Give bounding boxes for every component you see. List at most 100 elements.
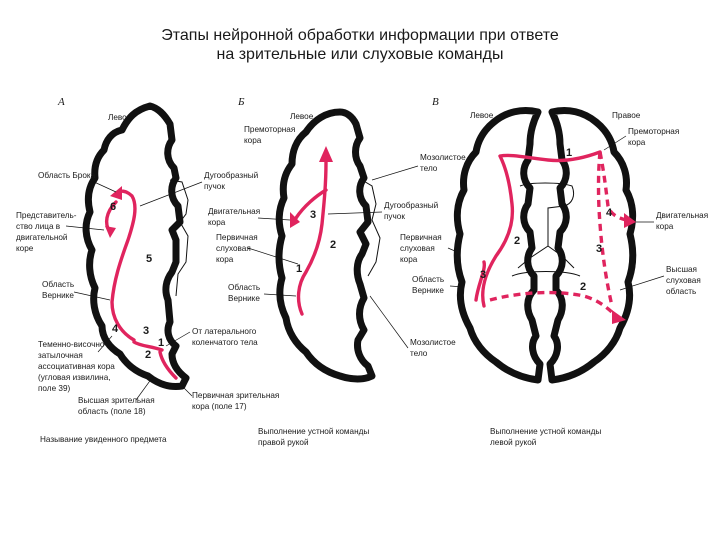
panel-c-letter: В	[432, 96, 439, 108]
svg-text:пучок: пучок	[384, 212, 405, 221]
leader-corpus-bottom	[369, 295, 409, 349]
svg-text:Вернике: Вернике	[412, 286, 444, 295]
svg-text:кора: кора	[244, 136, 262, 145]
panel-c-step-1: 3	[480, 269, 486, 281]
panel-b-left-heading: Левое	[290, 112, 314, 121]
panel-b: Б Левое 3 2 1 Премоторная кора Двигатель…	[208, 96, 381, 447]
panel-a-caption: Называние увиденного предмета	[40, 435, 167, 444]
leader-primary-aud-b	[247, 247, 299, 265]
panel-b-arrowhead-motor	[290, 212, 300, 228]
svg-text:коленчатого тела: коленчатого тела	[192, 338, 258, 347]
panel-a-pathway-3	[110, 189, 137, 342]
panel-c-left-hemisphere	[453, 106, 544, 384]
page-title: Этапы нейронной обработки информации при…	[0, 26, 720, 64]
leader-arcuate-middle	[327, 211, 383, 215]
panel-a-step-1: 1	[158, 337, 164, 349]
label-corpus-callosum-top: Мозолистое тело	[420, 153, 466, 173]
svg-text:Высшая зрительная: Высшая зрительная	[78, 396, 155, 405]
svg-text:Премоторная: Премоторная	[244, 125, 295, 134]
svg-text:Выполнение устной команды: Выполнение устной команды	[258, 427, 369, 436]
svg-text:Мозолистое: Мозолистое	[410, 338, 456, 347]
panel-c-pathway-right-1	[598, 151, 627, 222]
leader-arcuate-a	[139, 181, 203, 207]
svg-text:Представитель-: Представитель-	[16, 211, 77, 220]
panel-c-step-2-left: 2	[514, 235, 520, 247]
panel-c-step-4: 4	[606, 207, 613, 219]
panel-b-step-2: 2	[330, 239, 336, 251]
svg-text:кора: кора	[216, 255, 234, 264]
svg-text:Первичная: Первичная	[400, 233, 442, 242]
svg-text:кора: кора	[628, 138, 646, 147]
panel-a-step-5: 5	[146, 253, 152, 265]
label-premotor-b: Премоторная кора	[244, 125, 295, 145]
panel-a-step-4: 4	[112, 323, 119, 335]
label-motor-b: Двигательная кора	[208, 207, 260, 227]
panel-c-pathway-corpus-bottom	[489, 290, 618, 318]
svg-text:Первичная: Первичная	[216, 233, 258, 242]
svg-text:двигательной: двигательной	[16, 233, 68, 242]
svg-text:область (поле 18): область (поле 18)	[78, 407, 146, 416]
label-arcuate-a: Дугообразный пучок	[204, 171, 258, 191]
panel-b-ventricle-line	[361, 179, 381, 277]
svg-text:Дугообразный: Дугообразный	[204, 171, 258, 180]
leader-wernicke-b	[263, 293, 297, 297]
middle-labels: Мозолистое тело Дугообразный пучок Перви…	[327, 153, 481, 358]
leader-premotor-c	[603, 135, 627, 151]
panel-c-step-3-right: 3	[596, 243, 602, 255]
label-wernicke-a: Область Вернике	[42, 280, 74, 300]
svg-text:Двигательная: Двигательная	[208, 207, 260, 216]
svg-text:поле 39): поле 39)	[38, 384, 71, 393]
svg-text:левой рукой: левой рукой	[490, 438, 536, 447]
label-premotor-c: Премоторная кора	[628, 127, 679, 147]
label-primary-auditory-b: Первичная слуховая кора	[216, 233, 258, 264]
svg-text:слуховая: слуховая	[666, 276, 701, 285]
panel-a-pathway-2	[132, 340, 164, 352]
svg-text:правой рукой: правой рукой	[258, 438, 309, 447]
svg-text:ассоциативная кора: ассоциативная кора	[38, 362, 115, 371]
svg-text:Вернике: Вернике	[42, 291, 74, 300]
title-line-2: на зрительные или слуховые команды	[216, 46, 504, 63]
panel-b-letter: Б	[237, 96, 245, 108]
label-arcuate-middle: Дугообразный пучок	[384, 201, 438, 221]
svg-text:Двигательная: Двигательная	[656, 211, 708, 220]
panel-c-step-2-bottom: 2	[580, 281, 586, 293]
label-motor-c: Двигательная кора	[656, 211, 708, 231]
svg-text:Теменно-височно-: Теменно-височно-	[38, 340, 107, 349]
svg-text:область: область	[666, 287, 696, 296]
panel-c: В Левое Правое 1 4 2 3 3 2 Премоторная к…	[432, 96, 708, 447]
panel-c-step-3-top: 1	[566, 147, 572, 159]
svg-text:Первичная зрительная: Первичная зрительная	[192, 391, 279, 400]
panel-a-pathway-1	[158, 350, 178, 380]
panel-a-letter: А	[57, 96, 65, 108]
panel-c-pathway-wernicke	[474, 260, 487, 302]
leader-broca	[91, 180, 117, 193]
label-corpus-callosum-bottom: Мозолистое тело	[410, 338, 456, 358]
panel-a-arrowhead-top	[110, 186, 122, 200]
panel-a-step-3: 3	[143, 325, 149, 337]
label-face-representation: Представитель- ство лица в двигательной …	[16, 211, 77, 253]
svg-text:тело: тело	[420, 164, 438, 173]
panel-b-caption: Выполнение устной команды правой рукой	[258, 427, 369, 447]
svg-text:тело: тело	[410, 349, 428, 358]
panel-c-right-heading: Правое	[612, 111, 641, 120]
panel-c-pathway-right-2	[596, 151, 614, 307]
leader-primary-visual	[179, 383, 193, 397]
svg-text:кора: кора	[656, 222, 674, 231]
panel-c-pathway-left	[481, 150, 602, 308]
svg-text:Выполнение устной команды: Выполнение устной команды	[490, 427, 601, 436]
label-higher-auditory: Высшая слуховая область	[666, 265, 701, 296]
svg-text:Вернике: Вернике	[228, 294, 260, 303]
leader-lateral-gen	[165, 331, 191, 347]
panel-b-arrowhead-up	[319, 146, 333, 162]
panel-c-corpus-callosum-top	[517, 182, 575, 269]
label-higher-visual: Высшая зрительная область (поле 18)	[78, 396, 155, 416]
svg-text:Мозолистое: Мозолистое	[420, 153, 466, 162]
panel-a-left-heading: Левое	[108, 113, 132, 122]
panel-c-arrowhead-motor	[624, 213, 636, 228]
svg-text:Премоторная: Премоторная	[628, 127, 679, 136]
panel-c-corpus-callosum-bottom	[511, 245, 581, 277]
leader-higher-aud	[619, 275, 665, 291]
leader-wernicke-a	[73, 291, 111, 301]
panel-a-step-2: 2	[145, 349, 151, 361]
